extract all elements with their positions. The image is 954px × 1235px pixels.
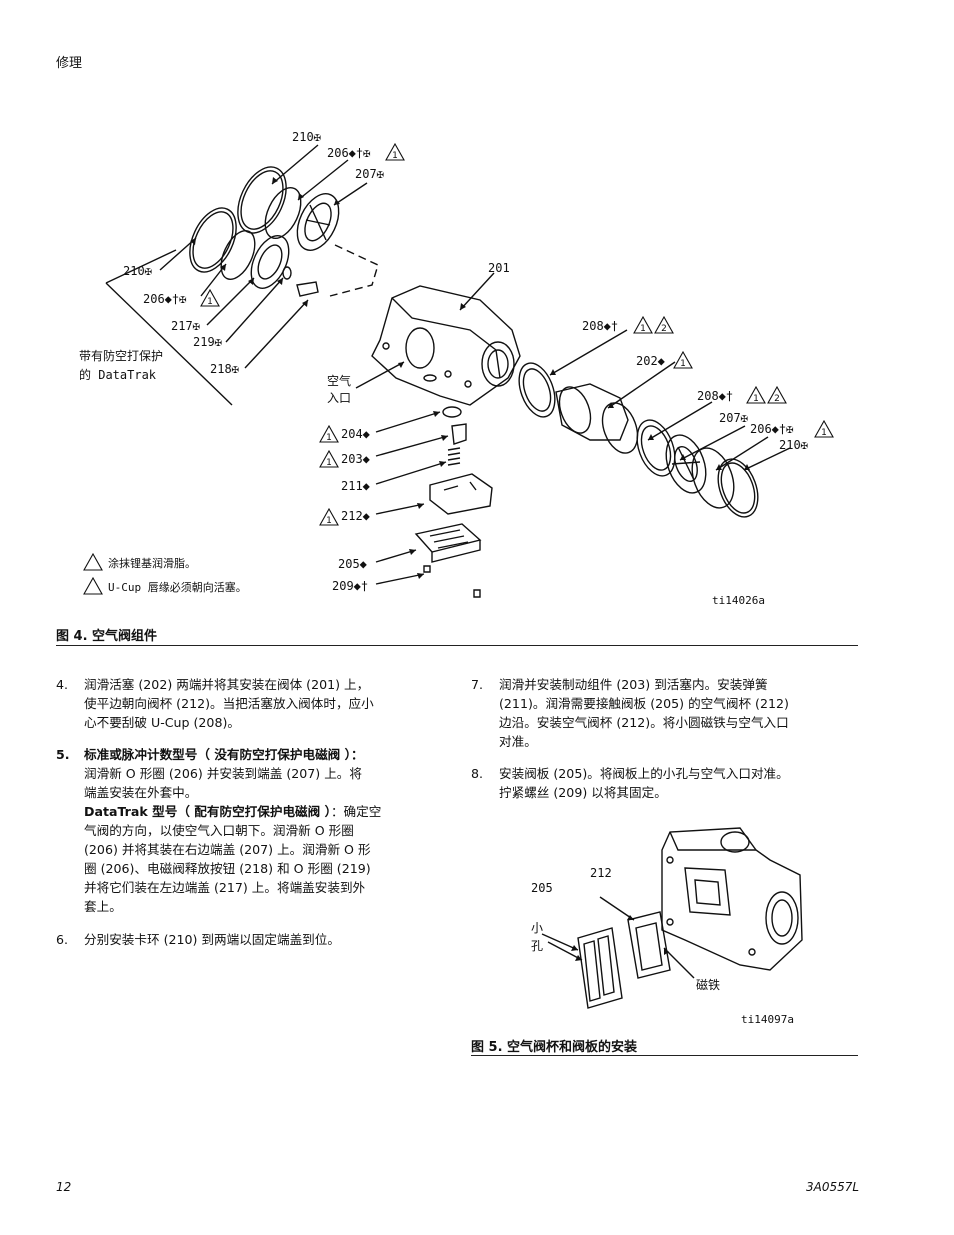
step-5-line-7: 套上。 bbox=[84, 899, 122, 914]
label-211: 211◆ bbox=[341, 479, 370, 493]
legend-note-2: U-Cup 唇缘必须朝向活塞。 bbox=[108, 581, 247, 594]
step-5-line-1: 润滑新 O 形圈 (206) 并安装到端盖 (207) 上。将 bbox=[84, 766, 362, 781]
label-202: 202◆ bbox=[636, 354, 665, 368]
svg-text:1: 1 bbox=[326, 516, 332, 526]
step-8-num: 8. bbox=[471, 766, 484, 781]
figure5-rule bbox=[471, 1055, 858, 1056]
svg-text:1: 1 bbox=[326, 433, 332, 443]
air-valve-exploded-diagram: 1 1 1 2 1 1 2 1 1 1 1 bbox=[83, 142, 834, 598]
svg-text:1: 1 bbox=[640, 324, 646, 334]
step-5-line-3: 气阀的方向，以使空气入口朝下。润滑新 O 形圈 bbox=[84, 823, 354, 838]
step-4-num: 4. bbox=[56, 677, 69, 692]
page-number: 12 bbox=[56, 1180, 72, 1194]
step-7-line-4: 对准。 bbox=[499, 734, 537, 749]
step-8-line-1: 安装阀板 (205)。将阀板上的小孔与空气入口对准。 bbox=[499, 766, 789, 781]
valve-plate-installation-diagram bbox=[541, 827, 803, 1009]
svg-text:1: 1 bbox=[207, 297, 213, 307]
figure4-rule bbox=[56, 645, 858, 646]
step-6-line-1: 分别安装卡环 (210) 到两端以固定端盖到位。 bbox=[84, 932, 340, 947]
fig5-label-hole-1: 小 bbox=[531, 921, 544, 935]
label-207-top: 207✠ bbox=[355, 167, 384, 181]
figure4-image-id: ti14026a bbox=[712, 594, 765, 607]
label-219: 219✠ bbox=[193, 335, 222, 349]
label-air-inlet-1: 空气 bbox=[327, 374, 352, 388]
figure5-image-id: ti14097a bbox=[741, 1013, 794, 1026]
label-210-left: 210✠ bbox=[123, 264, 152, 278]
svg-text:1: 1 bbox=[680, 359, 686, 369]
step-7-num: 7. bbox=[471, 677, 484, 692]
step-5-num: 5. bbox=[56, 747, 70, 762]
section-header: 修理 bbox=[56, 56, 83, 71]
label-212: 212◆ bbox=[341, 509, 370, 523]
step-7-line-1: 润滑并安装制动组件 (203) 到活塞内。安装弹簧 bbox=[499, 677, 768, 692]
label-218: 218✠ bbox=[210, 362, 239, 376]
label-208-a: 208◆† bbox=[582, 319, 619, 333]
step-5-heading: 标准或脉冲计数型号（ 没有防空打保护电磁阀 ）： bbox=[84, 747, 364, 762]
step-4-line-1: 润滑活塞 (202) 两端并将其安装在阀体 (201) 上， bbox=[84, 677, 370, 692]
label-205: 205◆ bbox=[338, 557, 367, 571]
step-4-line-3: 心不要刮破 U-Cup (208)。 bbox=[84, 715, 240, 730]
document-id: 3A0557L bbox=[806, 1180, 860, 1194]
step-5-heading-2: DataTrak 型号（ 配有防空打保护电磁阀 ） bbox=[84, 804, 331, 819]
svg-text:1: 1 bbox=[326, 458, 332, 468]
label-203: 203◆ bbox=[341, 452, 370, 466]
step-8-line-2: 拧紧螺丝 (209) 以将其固定。 bbox=[499, 785, 667, 800]
step-6-num: 6. bbox=[56, 932, 69, 947]
label-207-right: 207✠ bbox=[719, 411, 748, 425]
step-5-line-2: 端盖安装在外套中。 bbox=[84, 785, 198, 800]
label-206-left: 206◆†✠ bbox=[143, 292, 187, 306]
step-5-line-5: 圈 (206)、电磁阀释放按钮 (218) 和 O 形圈 (219) bbox=[84, 861, 371, 876]
step-5-line-4: (206) 并将其装在右边端盖 (207) 上。润滑新 O 形 bbox=[84, 842, 371, 857]
label-209: 209◆† bbox=[332, 579, 369, 593]
step-5-line-6: 并将它们装在左边端盖 (217) 上。将端盖安装到外 bbox=[84, 880, 366, 895]
svg-text:2: 2 bbox=[774, 394, 780, 404]
label-210-right: 210✠ bbox=[779, 438, 808, 452]
label-201: 201 bbox=[488, 261, 510, 275]
figure4-caption: 图 4. 空气阀组件 bbox=[56, 629, 158, 644]
step-7-line-3: 边沿。安装空气阀杯 (212)。将小圆磁铁与空气入口 bbox=[499, 715, 789, 730]
fig5-label-hole-2: 孔 bbox=[531, 939, 544, 953]
label-air-inlet-2: 入口 bbox=[327, 391, 352, 405]
figure5-caption: 图 5. 空气阀杯和阀板的安装 bbox=[471, 1040, 638, 1055]
label-datatrak-1: 带有防空打保护 bbox=[79, 349, 164, 363]
step-5-heading-2-tail: ：确定空 bbox=[330, 804, 382, 819]
svg-text:1: 1 bbox=[392, 151, 398, 161]
svg-text:1: 1 bbox=[753, 394, 759, 404]
label-208-b: 208◆† bbox=[697, 389, 734, 403]
step-7-line-2: (211)。润滑需要接触阀板 (205) 的空气阀杯 (212) bbox=[499, 696, 789, 711]
svg-text:1: 1 bbox=[821, 428, 827, 438]
label-204: 204◆ bbox=[341, 427, 370, 441]
fig5-label-212: 212 bbox=[590, 866, 612, 880]
label-206-right: 206◆†✠ bbox=[750, 422, 794, 436]
svg-text:2: 2 bbox=[661, 324, 667, 334]
legend-note-1: 涂抹锂基润滑脂。 bbox=[108, 557, 196, 570]
label-210-top: 210✠ bbox=[292, 130, 321, 144]
label-217: 217✠ bbox=[171, 319, 200, 333]
fig5-label-magnet: 磁铁 bbox=[696, 978, 721, 992]
step-4-line-2: 使平边朝向阀杯 (212)。当把活塞放入阀体时，应小 bbox=[84, 696, 374, 711]
label-206-top: 206◆†✠ bbox=[327, 146, 371, 160]
fig5-label-205: 205 bbox=[531, 881, 553, 895]
label-datatrak-2: 的 DataTrak bbox=[79, 368, 157, 382]
